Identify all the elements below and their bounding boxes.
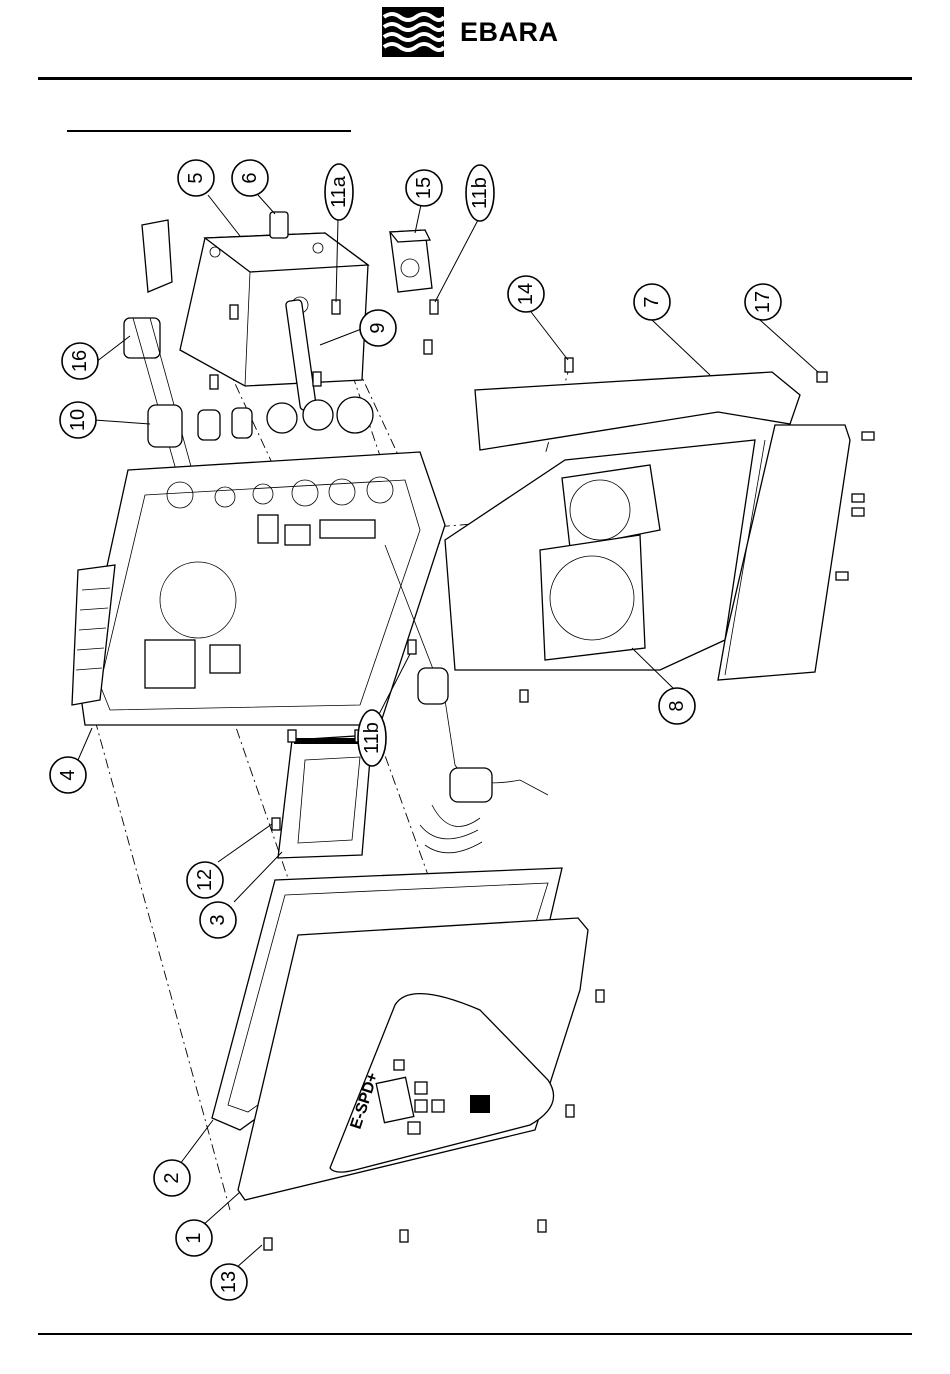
callout-12: 12 (187, 862, 223, 898)
callout-16: 16 (62, 343, 98, 379)
callout-16-label: 16 (69, 350, 91, 372)
callout-4: 4 (50, 757, 86, 793)
callout-13-label: 13 (218, 1271, 240, 1293)
callout-10-label: 10 (67, 409, 89, 431)
callout-11b-top-label: 11b (469, 177, 491, 209)
callout-17: 17 (745, 284, 781, 320)
callout-7: 7 (634, 284, 670, 320)
callout-14: 14 (508, 276, 544, 312)
part-10-cable-glands (148, 397, 373, 447)
callout-11b-mid-label: 11b (361, 722, 383, 754)
callout-2: 2 (154, 1160, 190, 1196)
callout-11b-mid: 11b (358, 710, 386, 766)
callout-11a: 11a (325, 164, 353, 220)
callout-10: 10 (60, 402, 96, 438)
callout-12-label: 12 (194, 869, 216, 891)
callout-8: 8 (659, 688, 695, 724)
callout-17-label: 17 (752, 291, 774, 313)
callout-1-label: 1 (183, 1232, 205, 1243)
callout-15: 15 (406, 170, 442, 206)
callout-3-label: 3 (207, 914, 229, 925)
callout-14-label: 14 (515, 283, 537, 305)
callout-9-label: 9 (367, 322, 389, 333)
part-4-main-housing (72, 452, 445, 725)
callout-3: 3 (200, 902, 236, 938)
part-15-bracket (390, 230, 432, 292)
callout-7-label: 7 (641, 296, 663, 307)
callout-6-label: 6 (239, 172, 261, 183)
part-3-display-board (278, 735, 372, 858)
callout-15-label: 15 (413, 177, 435, 199)
callout-5-label: 5 (185, 172, 207, 183)
callout-5: 5 (178, 160, 214, 196)
callout-6: 6 (232, 160, 268, 196)
callout-2-label: 2 (161, 1172, 183, 1183)
callout-11a-label: 11a (328, 175, 350, 208)
callout-8-label: 8 (666, 700, 688, 711)
callout-9: 9 (360, 310, 396, 346)
callout-1: 1 (176, 1220, 212, 1256)
callout-11b-top: 11b (466, 165, 494, 221)
callout-13: 13 (211, 1264, 247, 1300)
callout-4-label: 4 (57, 769, 79, 780)
